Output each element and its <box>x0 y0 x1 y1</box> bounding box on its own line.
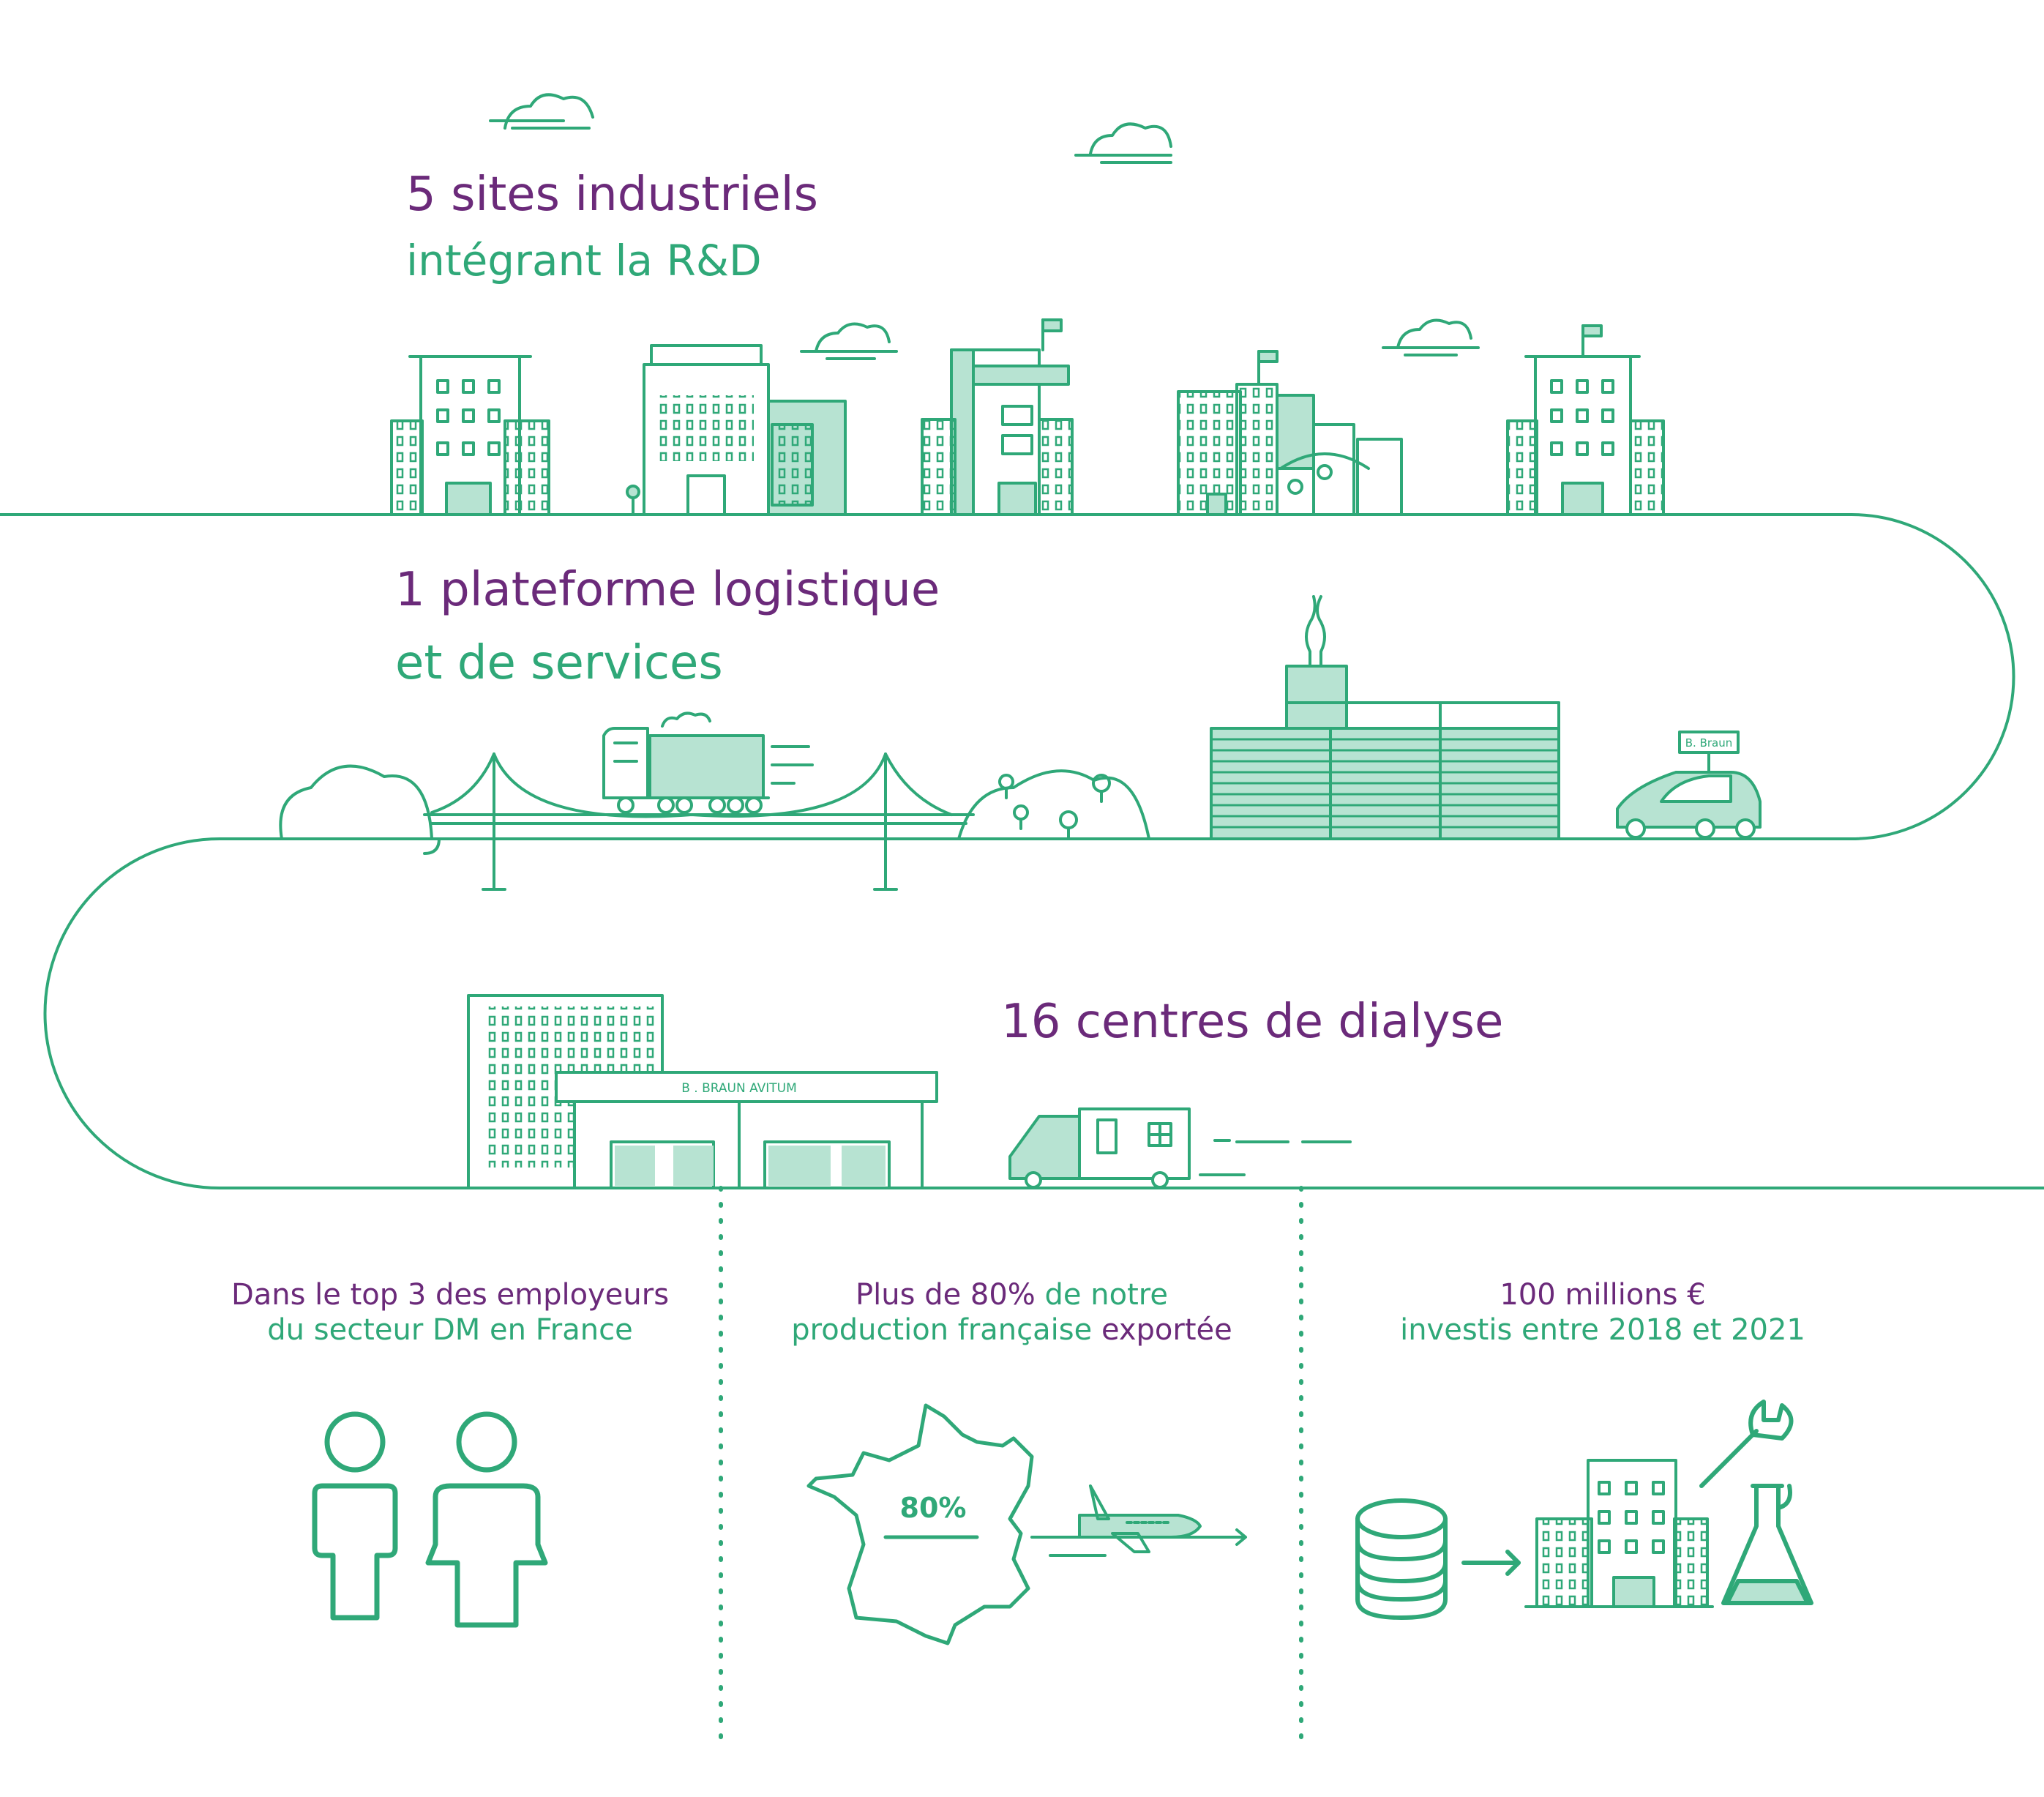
wrench-icon <box>1699 1400 1794 1488</box>
factory-building-icon <box>1506 324 1665 516</box>
car-icon <box>1616 731 1762 839</box>
avitum-sign-text: B . BRAUN AVITUM <box>681 1081 797 1096</box>
factory-building-icon <box>1524 1459 1714 1608</box>
stat-investment-line2: investis entre 2018 et 2021 <box>1400 1313 1805 1347</box>
stat-export-line1-rest: de notre <box>1035 1278 1168 1312</box>
warehouse-icon <box>1210 595 1560 840</box>
cloud-icon <box>1382 318 1480 356</box>
cloud-icon <box>1074 122 1172 164</box>
factory-building-icon <box>921 318 1074 516</box>
tree-icon <box>1317 464 1333 480</box>
airplane-icon <box>1030 1484 1247 1557</box>
stat-investment: 100 millions € investis entre 2018 et 20… <box>1317 1277 1888 1348</box>
logistics-subtitle: et de services <box>395 636 723 690</box>
people-icon <box>312 1411 548 1628</box>
tree-icon <box>1287 479 1303 495</box>
flask-icon <box>1721 1484 1813 1605</box>
ambulance-icon <box>1008 1107 1352 1189</box>
cloud-icon <box>489 93 594 130</box>
stat-export-line1-highlight: Plus de 80% <box>856 1278 1036 1312</box>
arrow-right-icon <box>1461 1550 1521 1576</box>
shop-sign-text: B. Braun <box>1685 736 1733 750</box>
stat-investment-line1: 100 millions € <box>1500 1278 1706 1312</box>
tree-icon <box>626 485 640 499</box>
stat-export-line2-highlight: exportée <box>1101 1313 1232 1347</box>
factory-building-icon <box>390 355 550 516</box>
stat-export-line2-rest: production française <box>791 1313 1101 1347</box>
logistics-title: 1 plateforme logistique <box>395 563 940 617</box>
stat-employers: Dans le top 3 des employeurs du secteur … <box>183 1277 717 1348</box>
coins-icon <box>1355 1498 1448 1620</box>
industrial-sites-subtitle: intégrant la R&D <box>406 236 762 285</box>
bridge-icon <box>279 752 975 891</box>
factory-building-icon <box>1177 350 1403 516</box>
map-percentage-label: 80% <box>900 1492 967 1524</box>
stat-export: Plus de 80% de notre production français… <box>732 1277 1292 1348</box>
france-map-icon <box>806 1403 1034 1645</box>
tree-icon <box>957 769 1150 840</box>
dialysis-center-building-icon <box>467 994 938 1189</box>
industrial-sites-title: 5 sites industriels <box>406 168 818 222</box>
stat-employers-line1: Dans le top 3 des employeurs <box>231 1278 670 1312</box>
truck-icon <box>602 711 814 814</box>
dialysis-title: 16 centres de dialyse <box>1001 995 1504 1049</box>
factory-building-icon <box>626 344 847 516</box>
journey-path-line <box>0 513 2044 1189</box>
cloud-icon <box>800 322 898 360</box>
stat-employers-line2: du secteur DM en France <box>267 1313 633 1347</box>
